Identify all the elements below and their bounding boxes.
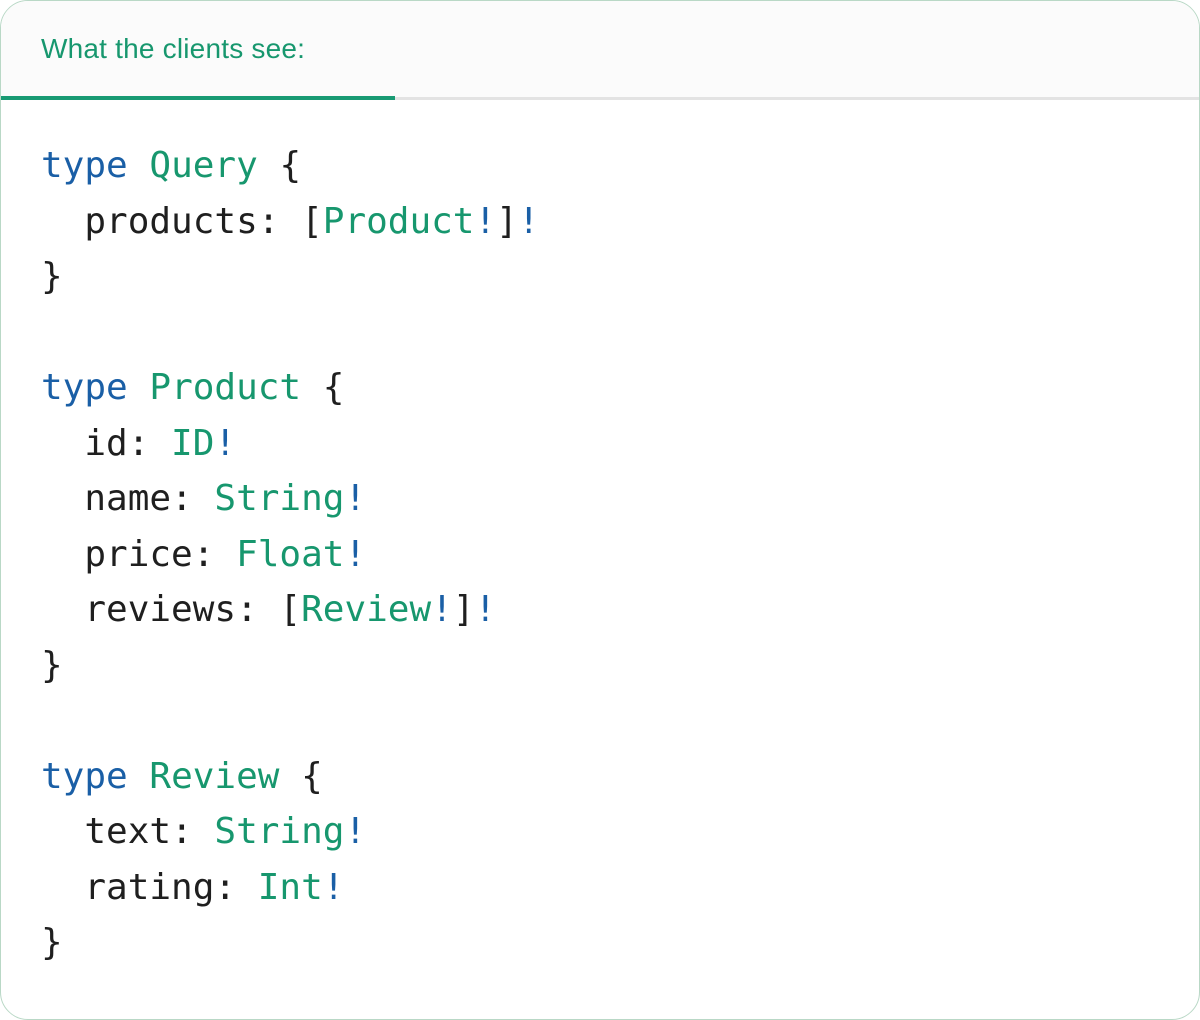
code-token: Query	[149, 145, 258, 186]
tab-label: What the clients see:	[41, 33, 306, 64]
code-token: String	[214, 478, 345, 519]
code-token: reviews: [	[41, 589, 302, 630]
code-token: Product	[149, 367, 302, 408]
code-line: }	[41, 645, 63, 686]
code-token: text:	[41, 811, 215, 852]
code-token: }	[41, 922, 63, 963]
code-token: type	[41, 755, 128, 797]
code-token: type	[41, 367, 128, 408]
code-token: {	[257, 145, 302, 186]
code-token: !	[214, 422, 237, 464]
code-token: type	[41, 145, 128, 186]
code-line: price: Float!	[41, 534, 366, 575]
code-token: Product	[322, 200, 475, 242]
graphql-schema-code-block: type Query { products: [Product!]! } typ…	[1, 100, 1199, 1009]
code-line: text: String!	[41, 811, 366, 852]
code-token: ID	[171, 422, 215, 464]
code-line: rating: Int!	[41, 867, 344, 908]
code-line: type Query {	[41, 145, 301, 186]
code-token: !	[322, 866, 345, 908]
code-token: products: [	[41, 200, 323, 242]
code-token: name:	[41, 478, 215, 519]
code-token: }	[41, 644, 63, 686]
code-line: type Review {	[41, 756, 323, 797]
code-token: rating:	[41, 866, 258, 908]
code-token: {	[279, 755, 323, 797]
code-token: ]	[496, 200, 518, 242]
code-line: type Product {	[41, 367, 344, 408]
code-token	[128, 367, 150, 408]
code-line: }	[41, 256, 63, 297]
code-line: id: ID!	[41, 423, 236, 464]
active-tab-underline	[1, 96, 395, 100]
tab-bar: What the clients see:	[1, 1, 1199, 100]
code-token	[128, 756, 150, 797]
tab-what-clients-see[interactable]: What the clients see:	[1, 1, 345, 97]
code-token: }	[41, 256, 63, 297]
code-line: }	[41, 922, 63, 963]
code-token: !	[474, 200, 497, 242]
code-token	[128, 145, 150, 186]
code-line: reviews: [Review!]!	[41, 589, 496, 630]
code-token: Float	[236, 533, 345, 575]
code-line: products: [Product!]!	[41, 200, 540, 242]
code-token: Review	[301, 589, 432, 630]
code-token: ]	[452, 589, 475, 630]
code-token: !	[517, 200, 540, 242]
code-token: id:	[41, 422, 172, 464]
code-token: !	[344, 811, 367, 852]
code-token: {	[301, 367, 345, 408]
code-token: !	[431, 589, 453, 630]
code-token: String	[214, 811, 345, 852]
code-token: Int	[257, 866, 323, 908]
code-token: !	[474, 589, 497, 630]
code-token: !	[344, 478, 367, 519]
code-token: !	[344, 533, 367, 575]
code-token: Review	[149, 755, 280, 797]
code-token: price:	[41, 533, 237, 575]
code-line: name: String!	[41, 478, 366, 519]
